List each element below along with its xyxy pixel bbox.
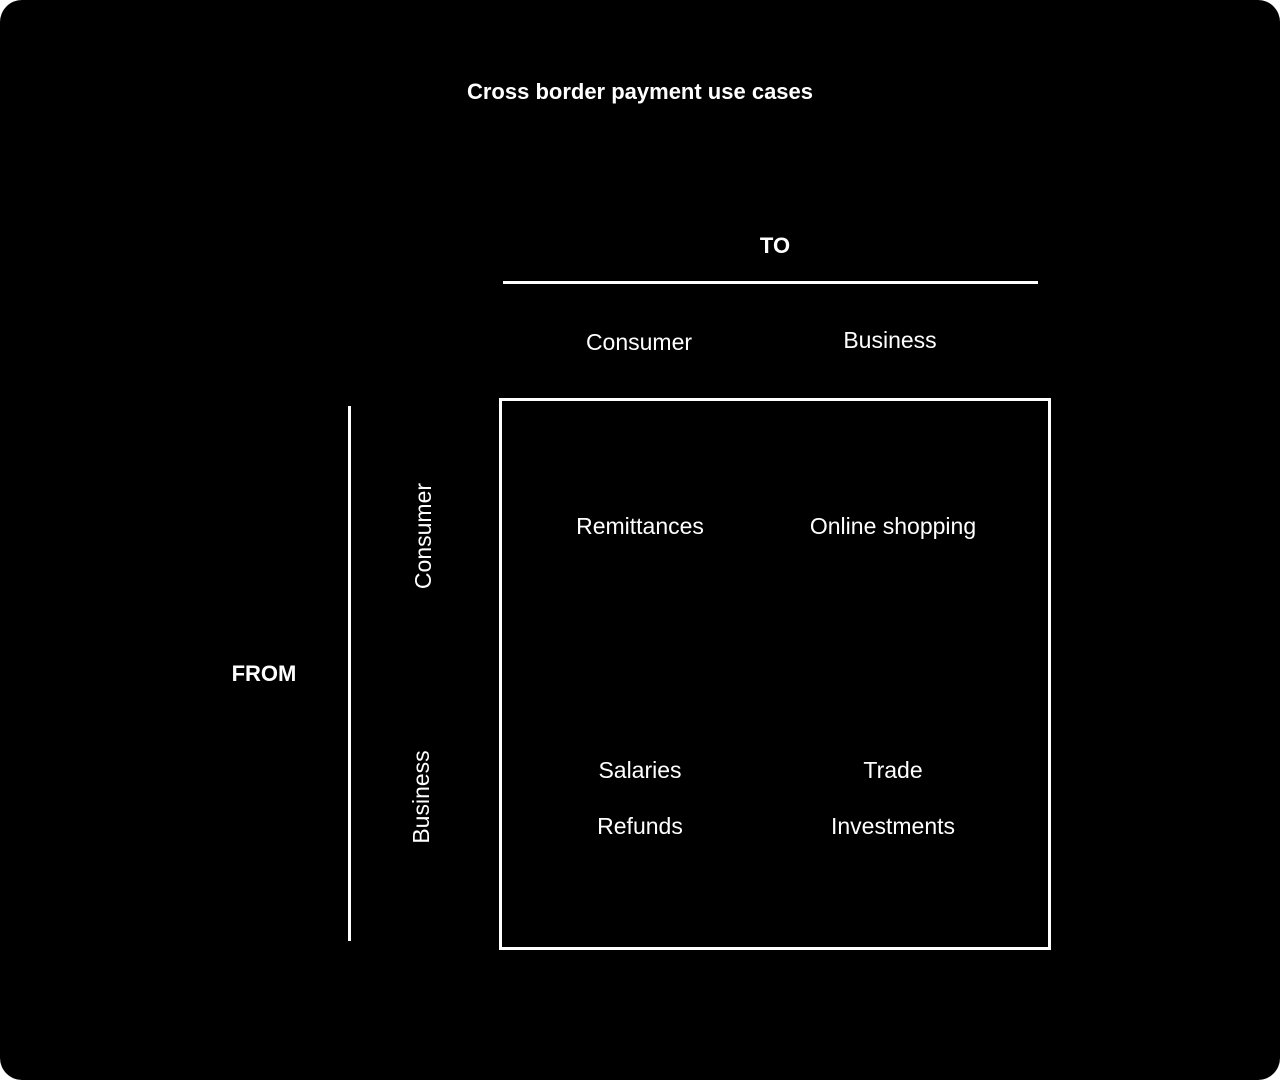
column-header-business: Business bbox=[843, 327, 937, 353]
row-header-consumer: Consumer bbox=[410, 482, 436, 590]
row-header-business: Business bbox=[408, 750, 434, 844]
cell-business-to-business-item: Trade bbox=[863, 757, 923, 783]
from-axis-line bbox=[348, 406, 351, 941]
diagram-title: Cross border payment use cases bbox=[466, 79, 814, 104]
to-axis-label: TO bbox=[759, 233, 791, 258]
cell-business-to-consumer-item: Refunds bbox=[597, 813, 683, 839]
from-axis-label: FROM bbox=[231, 661, 297, 686]
cell-consumer-to-consumer: Remittances bbox=[576, 513, 704, 539]
to-axis-line bbox=[503, 281, 1038, 284]
cell-business-to-consumer-item: Salaries bbox=[598, 757, 682, 783]
matrix-box bbox=[499, 398, 1051, 950]
cell-business-to-business-item: Investments bbox=[831, 813, 955, 839]
cell-consumer-to-business: Online shopping bbox=[809, 513, 977, 539]
column-header-consumer: Consumer bbox=[585, 329, 693, 355]
